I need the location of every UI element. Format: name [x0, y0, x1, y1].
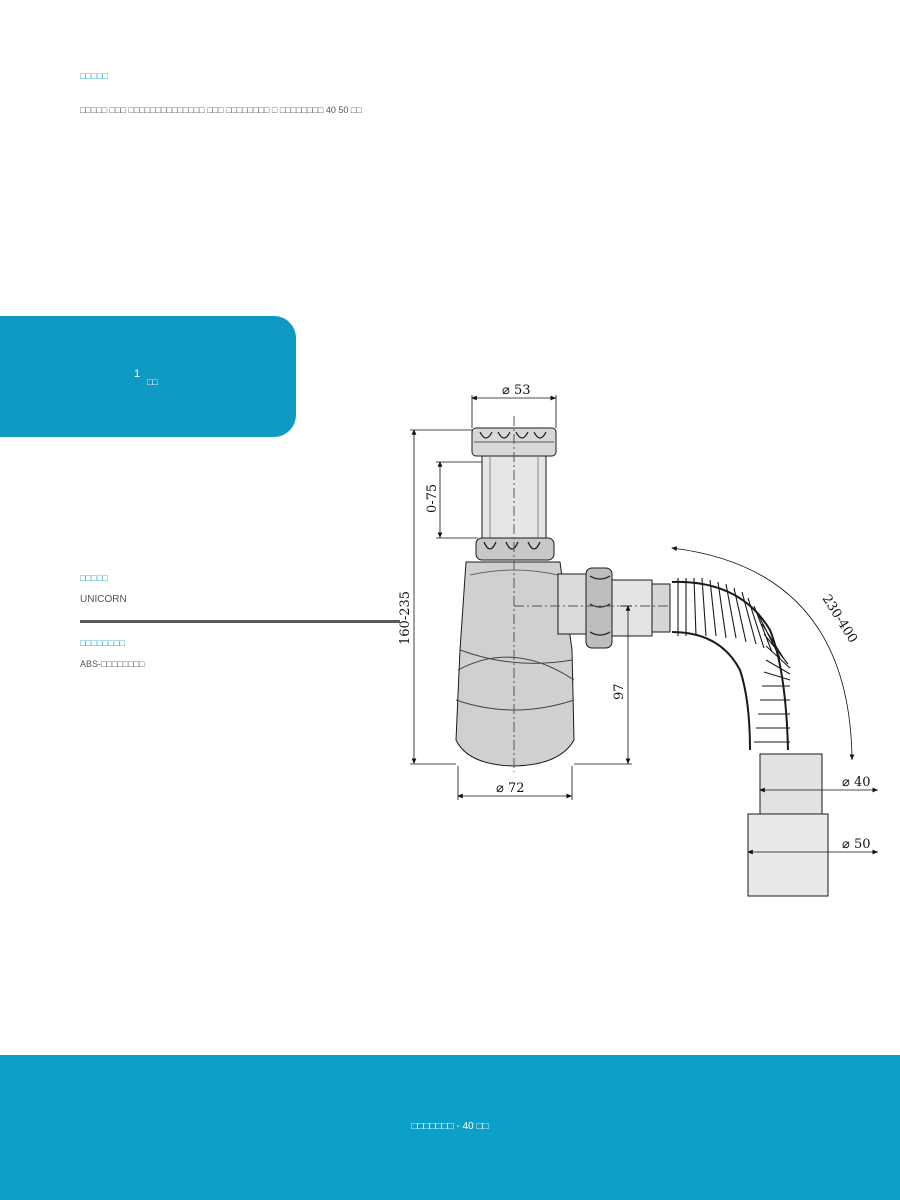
dim-outlet-diameter-40: ⌀ 40: [842, 775, 871, 790]
dim-bottom-diameter: ⌀ 72: [496, 781, 525, 796]
footer-text: □□□□□□□ - 40 □□: [411, 1121, 489, 1132]
material-value: ABS-□□□□□□□□: [80, 659, 145, 669]
badge-unit: □□: [147, 377, 158, 387]
quantity-badge: 1 □□: [0, 316, 296, 437]
dim-hose-length: 230-400: [819, 592, 860, 646]
badge-number: 1: [134, 368, 141, 380]
dim-extension: 0-75: [425, 484, 440, 513]
footer-band: □□□□□□□ - 40 □□: [0, 1055, 900, 1200]
dim-outlet-diameter-50: ⌀ 50: [842, 837, 871, 852]
dim-outlet-height: 97: [612, 683, 627, 700]
brand-value: UNICORN: [80, 594, 127, 605]
siphon-technical-drawing: ⌀ 53 ⌀ 72 ⌀ 40 ⌀ 50 160-235 0-75 97 230-…: [398, 383, 878, 897]
description-label: □□□□□: [80, 71, 109, 81]
material-label: □□□□□□□□: [80, 638, 126, 648]
dim-top-diameter: ⌀ 53: [502, 383, 531, 398]
description-text: □□□□□ □□□ □□□□□□□□□□□□□□ □□□ □□□□□□□□ □ …: [80, 105, 362, 115]
divider-line: [80, 620, 400, 623]
brand-label: □□□□□: [80, 573, 109, 583]
dim-overall-height: 160-235: [398, 591, 413, 645]
